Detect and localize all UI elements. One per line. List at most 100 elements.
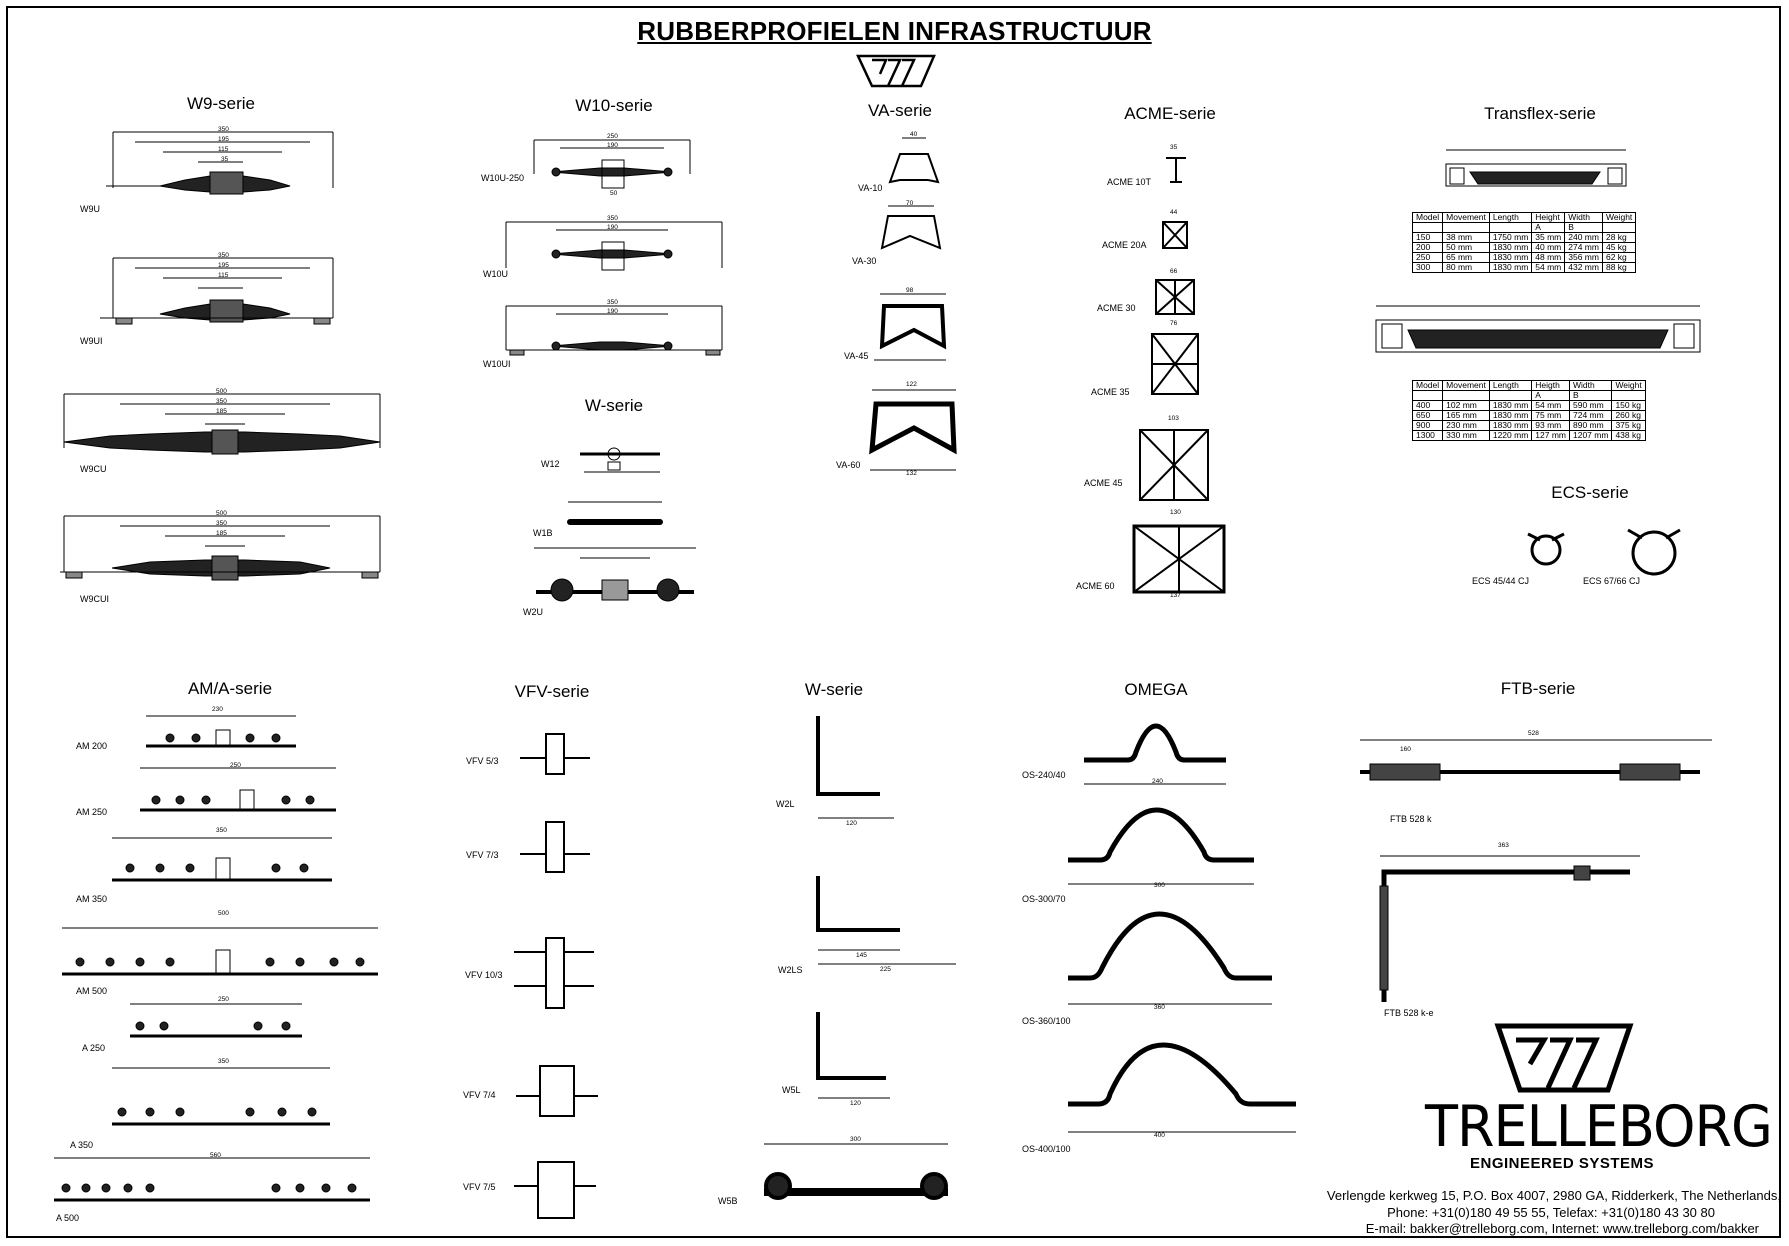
- dimension: 190: [607, 142, 618, 149]
- transflex-profiles: [1375, 149, 1701, 353]
- dimension: 400: [1154, 1132, 1165, 1139]
- dimension: 240: [1152, 778, 1163, 785]
- series-title-acme: ACME-serie: [1124, 104, 1216, 123]
- series-title-w9: W9-serie: [186, 94, 256, 113]
- dimension: 350: [218, 126, 229, 133]
- profile-label: W9U: [80, 204, 100, 214]
- trelleborg-main-logo: [1494, 1023, 1634, 1093]
- dimension: 195: [218, 262, 229, 269]
- profile-label: ECS 45/44 CJ: [1472, 576, 1530, 586]
- dimension: 500: [216, 510, 227, 517]
- dimension: 160: [1400, 746, 1411, 753]
- table-subheader-row: A B: [1411, 390, 1646, 401]
- profile-label: VA-10: [858, 183, 883, 193]
- profile-label: ACME 20A: [1102, 240, 1147, 250]
- omega-profiles: [1068, 723, 1296, 1107]
- profile-label: VA-45: [844, 351, 869, 361]
- profile-label: W10U: [483, 269, 509, 279]
- profile-label: OS-400/100: [1022, 1144, 1071, 1154]
- table-header-row: Model Movement Length Heigth Width Weigh…: [1411, 380, 1646, 391]
- dimension: 500: [216, 388, 227, 395]
- series-title-omega: OMEGA: [1124, 680, 1188, 699]
- table-subheader-row: A B: [1411, 222, 1637, 233]
- dimension: 350: [216, 827, 227, 834]
- profile-label: OS-300/70: [1022, 894, 1066, 904]
- dimension: 35: [221, 156, 229, 163]
- dimension: 500: [218, 910, 229, 917]
- series-title-w-bottom: W-serie: [804, 680, 864, 699]
- dimension: 350: [216, 398, 227, 405]
- dimension: 66: [1170, 268, 1178, 275]
- profile-label: W9CU: [80, 464, 107, 474]
- vfv-profiles: [514, 733, 598, 1219]
- profile-label: A 500: [56, 1213, 80, 1223]
- dimension: 50: [610, 190, 618, 197]
- dimension: 195: [218, 136, 229, 143]
- company-address: Verlengde kerkweg 15, P.O. Box 4007, 298…: [1326, 1188, 1781, 1203]
- company-phone: Phone: +31(0)180 49 55 55, Telefax: +31(…: [1387, 1205, 1715, 1220]
- va-profiles: [869, 153, 957, 455]
- series-title-va: VA-serie: [868, 101, 932, 120]
- dimension: 300: [1154, 882, 1165, 889]
- profile-label: ACME 10T: [1107, 177, 1152, 187]
- dimension: 137: [1170, 592, 1181, 599]
- profile-label: VA-30: [852, 256, 877, 266]
- w-top-profiles: [534, 447, 696, 602]
- series-title-ecs: ECS-serie: [1551, 483, 1629, 502]
- dimension: 120: [850, 1100, 861, 1107]
- dimension: 225: [880, 966, 891, 973]
- ftb-profiles: [1360, 739, 1712, 1002]
- dimension: 70: [906, 200, 914, 207]
- dimension: 98: [906, 287, 914, 294]
- series-title-w10: W10-serie: [575, 96, 653, 115]
- dimension: 250: [607, 133, 618, 140]
- acme-profiles: [1132, 157, 1226, 594]
- dimension: 560: [210, 1152, 221, 1159]
- profile-label: FTB 528 k: [1390, 814, 1432, 824]
- dimension: 350: [607, 215, 618, 222]
- profile-label: W2L: [776, 799, 795, 809]
- dimension: 350: [607, 299, 618, 306]
- ama-profiles: [54, 715, 378, 1202]
- dimension: 363: [1498, 842, 1509, 849]
- profile-label: A 350: [70, 1140, 94, 1150]
- profile-label: W12: [541, 459, 560, 469]
- transflex-table-2: Model Movement Length Heigth Width Weigh…: [1411, 380, 1646, 441]
- dimension: 360: [1154, 1004, 1165, 1011]
- dimension: 350: [216, 520, 227, 527]
- brand-name: TRELLEBORG: [1425, 1093, 1773, 1160]
- series-title-w-top: W-serie: [584, 396, 644, 415]
- dimension: 190: [607, 308, 618, 315]
- wb-profiles: [764, 716, 948, 1200]
- dimension: 528: [1528, 730, 1539, 737]
- brand-subtitle: ENGINEERED SYSTEMS: [1470, 1155, 1655, 1172]
- dimension: 350: [218, 1058, 229, 1065]
- dimension: 145: [856, 952, 867, 959]
- profile-label: OS-360/100: [1022, 1016, 1071, 1026]
- profile-label: W1B: [533, 528, 553, 538]
- profile-label: W10UI: [483, 359, 511, 369]
- profile-label: W2LS: [778, 965, 803, 975]
- dimension: 40: [910, 131, 918, 138]
- profile-label: W5L: [782, 1085, 801, 1095]
- dimension: 44: [1170, 209, 1178, 216]
- profile-label: W10U-250: [481, 173, 525, 183]
- profile-label: W5B: [718, 1196, 738, 1206]
- profile-label: ACME 45: [1084, 478, 1123, 488]
- profile-label: ACME 35: [1091, 387, 1130, 397]
- dimension: 132: [906, 470, 917, 477]
- profile-label: AM 250: [76, 807, 108, 817]
- profile-label: AM 350: [76, 894, 108, 904]
- drawing-frame: [6, 6, 1781, 1238]
- va-dims: [870, 137, 956, 471]
- dimension: 130: [1170, 509, 1181, 516]
- profile-label: ACME 30: [1097, 303, 1136, 313]
- profile-label: VFV 5/3: [466, 756, 499, 766]
- profile-label: VFV 7/5: [463, 1182, 496, 1192]
